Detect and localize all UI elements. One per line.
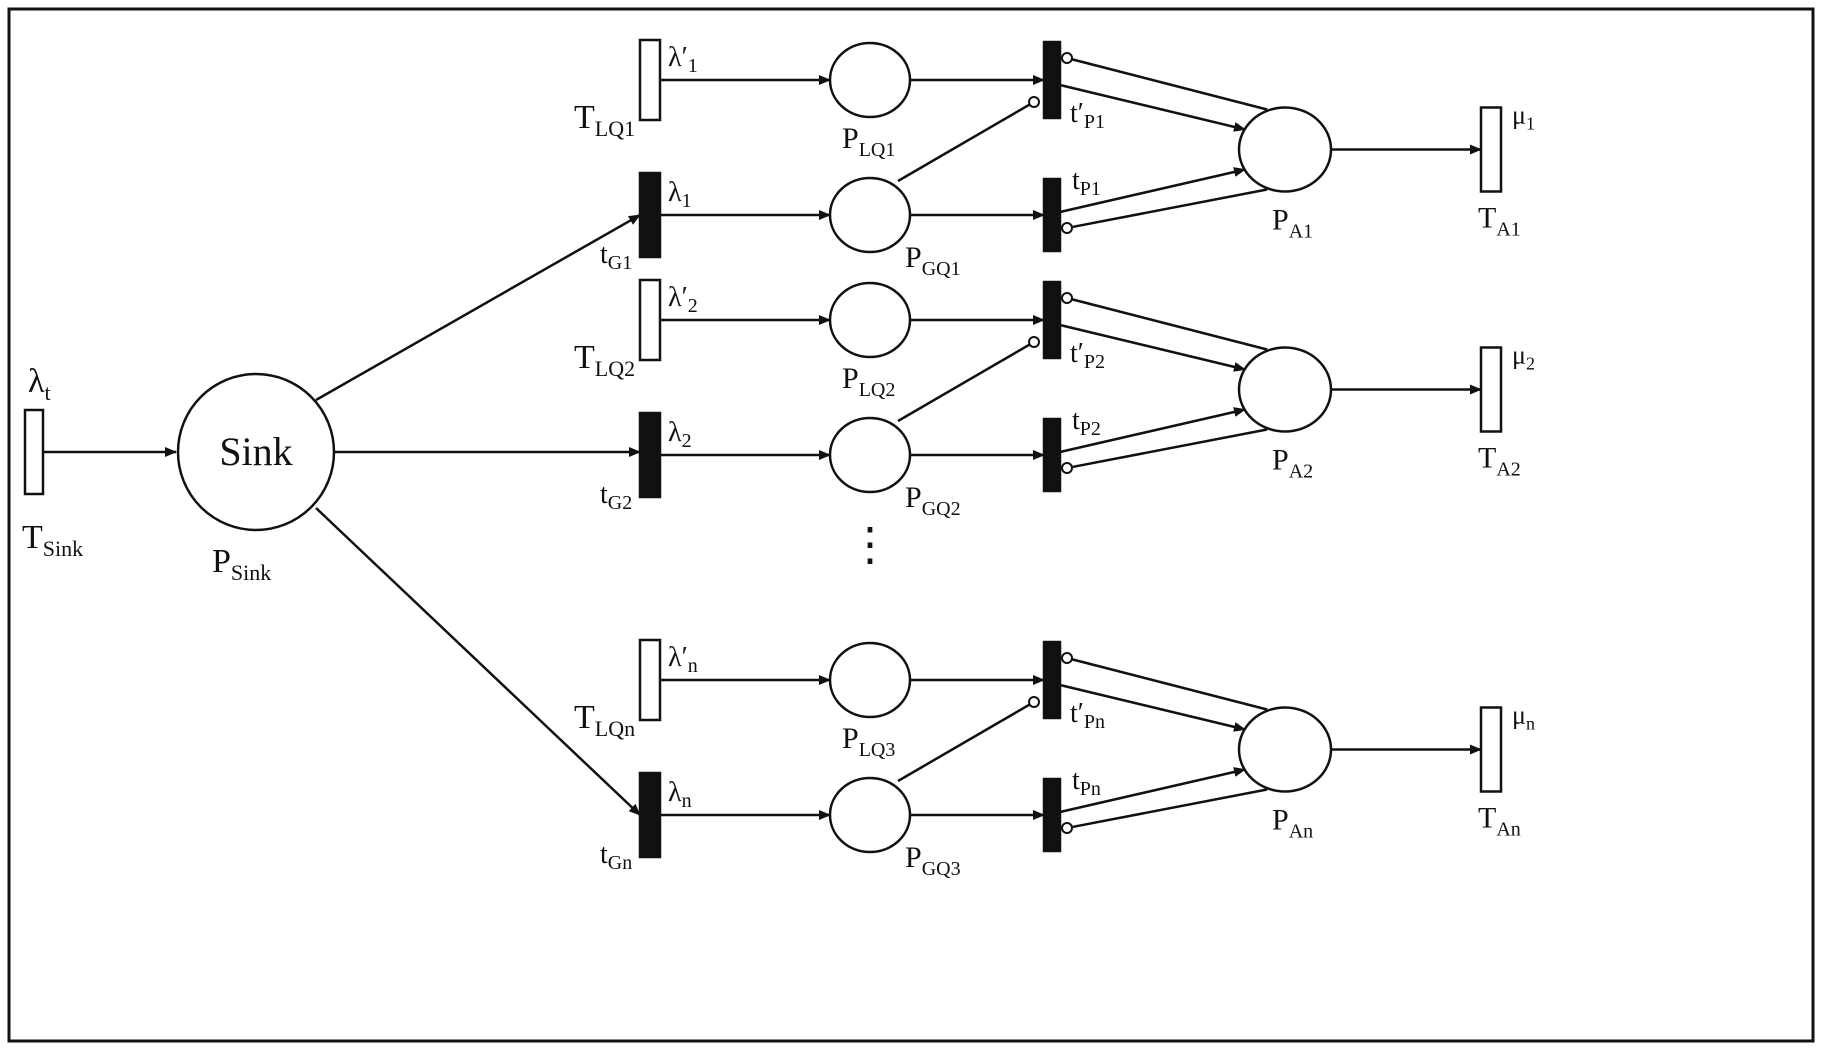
- row-2-service-rate-label: μ2: [1512, 341, 1535, 374]
- vertical-ellipsis: ⋮: [847, 519, 893, 570]
- row-1-local-place-label: PLQ1: [842, 122, 895, 161]
- row-2-agent-place-label: PA2: [1272, 444, 1313, 483]
- arc-sink-to-gen-1: [315, 213, 641, 402]
- row-2-local-place-label: PLQ2: [842, 362, 895, 401]
- row-2-global-place-label: PGQ2: [905, 481, 961, 520]
- row-2-global-place: [828, 416, 912, 494]
- row-2-gen-transition: [638, 411, 662, 499]
- row-1-inhibitor-global-to-local-head: [1028, 96, 1040, 108]
- row-n-inhibitor-agent-to-local-imm: [1071, 658, 1268, 711]
- row-2-inhibitor-agent-to-global-imm-head: [1061, 462, 1073, 474]
- row-2-inhibitor-global-to-local: [897, 343, 1031, 423]
- row-n-local-immediate: [1042, 640, 1062, 720]
- row-2-global-immediate: [1042, 417, 1062, 493]
- row-2-agent-place: [1237, 346, 1333, 433]
- row-n-agent-place-label: PAn: [1272, 804, 1313, 843]
- row-n-arc-local-imm-to-agent: [1059, 683, 1246, 732]
- row-n-gen-transition: [638, 771, 662, 859]
- sink-rate-label: λt: [28, 363, 51, 405]
- row-2-gen-rate-label: λ2: [668, 417, 692, 452]
- row-1-service-rate-label: μ1: [1512, 101, 1535, 134]
- row-1-agent-transition-label: TA1: [1478, 202, 1521, 241]
- row-n-local-transition: [638, 638, 662, 722]
- row-n-service-rate-label: μn: [1512, 701, 1535, 734]
- sink-place-label: PSink: [212, 543, 271, 585]
- row-2-global-immediate-label: tP2: [1072, 405, 1101, 440]
- row-1-global-place-label: PGQ1: [905, 241, 961, 280]
- row-2-gen-transition-label: tG2: [600, 479, 632, 514]
- row-n-inhibitor-agent-to-global-imm-head: [1061, 822, 1073, 834]
- row-n-local-transition-label: TLQn: [574, 699, 635, 741]
- row-2-local-immediate: [1042, 280, 1062, 360]
- row-n-global-immediate-label: tPn: [1072, 765, 1101, 800]
- row-1-inhibitor-agent-to-global-imm: [1071, 188, 1268, 229]
- row-1-global-immediate: [1042, 177, 1062, 253]
- row-1-arc-local-imm-to-agent: [1059, 83, 1246, 132]
- diagram-frame: [7, 7, 1815, 1043]
- arc-sink-to-gen-n: [315, 507, 641, 816]
- row-1-agent-place: [1237, 106, 1333, 193]
- row-2-local-immediate-label: t′P2: [1070, 338, 1105, 373]
- row-n-agent-transition-label: TAn: [1478, 802, 1521, 841]
- row-2-local-rate-label: λ′2: [668, 282, 698, 317]
- row-n-local-place-label: PLQ3: [842, 722, 895, 761]
- row-1-gen-transition-label: tG1: [600, 239, 632, 274]
- row-1-local-place: [828, 41, 912, 119]
- row-2-agent-transition: [1479, 346, 1503, 433]
- row-n-agent-transition: [1479, 706, 1503, 793]
- row-2-local-place: [828, 281, 912, 359]
- row-n-global-immediate: [1042, 777, 1062, 853]
- row-2-agent-transition-label: TA2: [1478, 442, 1521, 481]
- row-n-global-place: [828, 776, 912, 854]
- row-1-global-place: [828, 176, 912, 254]
- row-1-inhibitor-global-to-local: [897, 103, 1031, 183]
- row-2-arc-global-imm-to-agent: [1059, 407, 1246, 454]
- row-n-inhibitor-global-to-local-head: [1028, 696, 1040, 708]
- row-1-gen-transition: [638, 171, 662, 259]
- row-2-local-transition-label: TLQ2: [574, 339, 635, 381]
- row-n-local-rate-label: λ′n: [668, 642, 698, 677]
- row-1-agent-transition: [1479, 106, 1503, 193]
- row-1-local-transition: [638, 38, 662, 122]
- row-1-agent-place-label: PA1: [1272, 204, 1313, 243]
- row-n-inhibitor-global-to-local: [897, 703, 1031, 783]
- row-n-inhibitor-agent-to-global-imm: [1071, 788, 1268, 829]
- row-1-local-transition-label: TLQ1: [574, 99, 635, 141]
- row-2-inhibitor-global-to-local-head: [1028, 336, 1040, 348]
- row-2-local-transition: [638, 278, 662, 362]
- row-n-inhibitor-agent-to-local-imm-head: [1061, 652, 1073, 664]
- row-1-inhibitor-agent-to-local-imm-head: [1061, 52, 1073, 64]
- row-n-gen-rate-label: λn: [668, 777, 692, 812]
- row-n-local-immediate-label: t′Pn: [1070, 698, 1105, 733]
- row-2-inhibitor-agent-to-global-imm: [1071, 428, 1268, 469]
- row-n-global-place-label: PGQ3: [905, 841, 961, 880]
- row-2-inhibitor-agent-to-local-imm: [1071, 298, 1268, 351]
- row-1-local-immediate: [1042, 40, 1062, 120]
- row-n-gen-transition-label: tGn: [600, 839, 632, 874]
- sink-transition-label: TSink: [22, 519, 83, 561]
- row-n-agent-place: [1237, 706, 1333, 793]
- row-2-arc-local-imm-to-agent: [1059, 323, 1246, 372]
- row-1-arc-global-imm-to-agent: [1059, 167, 1246, 214]
- row-n-local-place: [828, 641, 912, 719]
- row-1-local-rate-label: λ′1: [668, 42, 698, 77]
- sink-transition: [23, 408, 45, 496]
- sink-place-text: Sink: [219, 429, 292, 474]
- row-1-local-immediate-label: t′P1: [1070, 98, 1105, 133]
- row-n-arc-global-imm-to-agent: [1059, 767, 1246, 814]
- row-2-inhibitor-agent-to-local-imm-head: [1061, 292, 1073, 304]
- row-1-inhibitor-agent-to-global-imm-head: [1061, 222, 1073, 234]
- row-1-gen-rate-label: λ1: [668, 177, 692, 212]
- row-1-inhibitor-agent-to-local-imm: [1071, 58, 1268, 111]
- row-1-global-immediate-label: tP1: [1072, 165, 1101, 200]
